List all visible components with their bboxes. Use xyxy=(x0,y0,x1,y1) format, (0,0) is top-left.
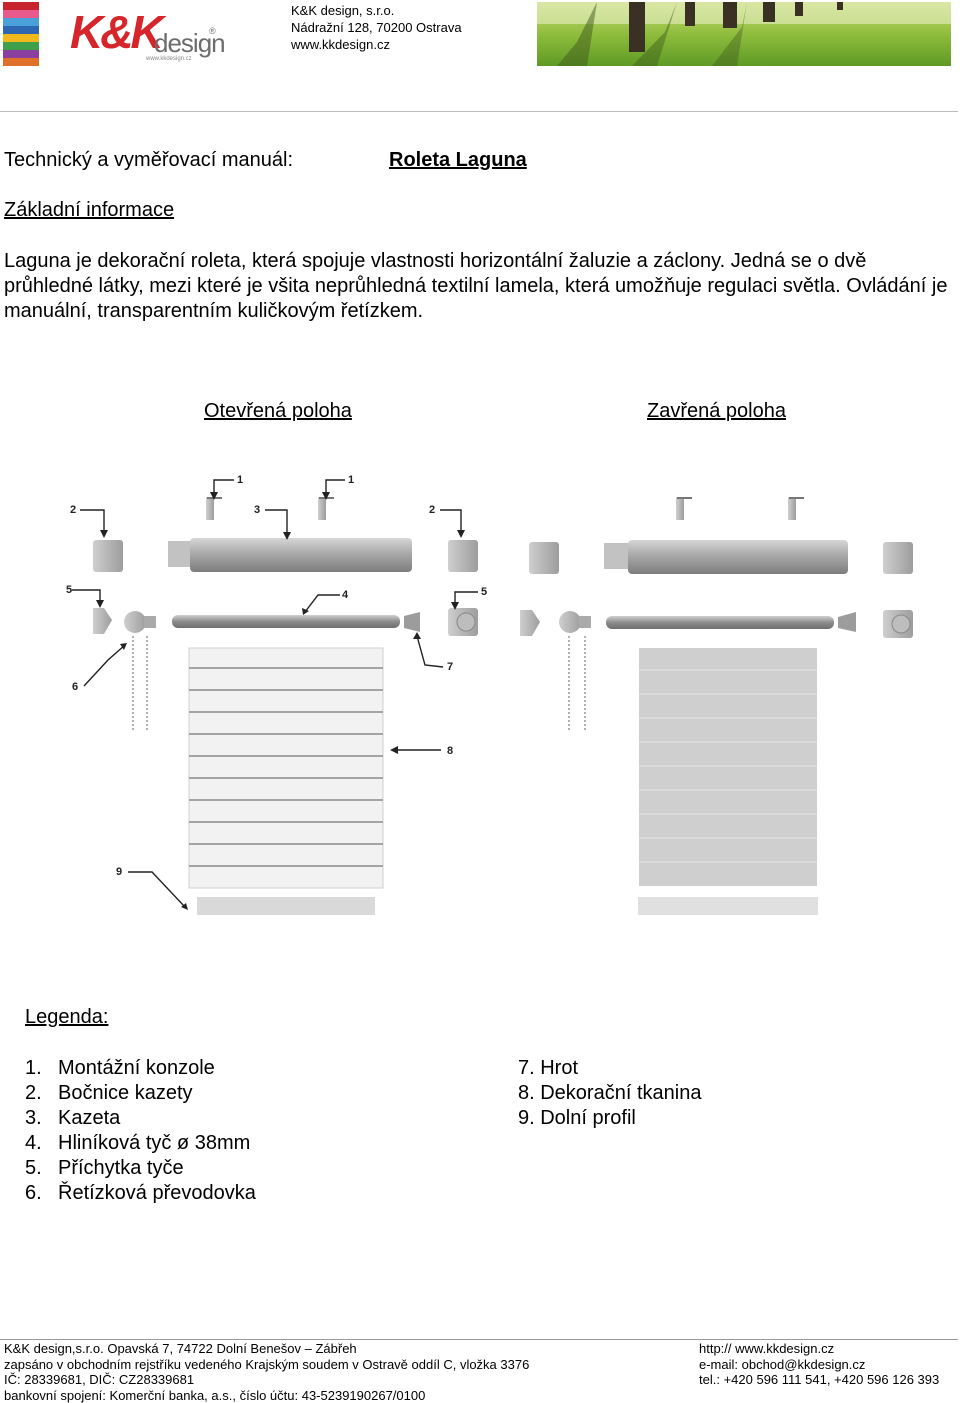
svg-text:®: ® xyxy=(209,26,216,36)
company-logo: K&K design ® www.kkdesign.cz xyxy=(70,6,226,62)
callout-label: 9 xyxy=(116,866,122,878)
legend-item: 4.Hliníková tyč ø 38mm xyxy=(25,1132,251,1154)
header-divider xyxy=(0,111,958,112)
bottom-profile xyxy=(197,897,375,915)
legend-item: 3.Kazeta xyxy=(25,1107,121,1129)
aluminium-rod xyxy=(606,616,834,629)
decorative-fabric-closed xyxy=(639,648,817,886)
footer-web-link[interactable]: http:// www.kkdesign.cz xyxy=(699,1341,835,1356)
cassette-side-cap xyxy=(883,542,913,574)
bead-chain xyxy=(132,636,148,730)
callout-label: 1 xyxy=(348,474,354,486)
callout-label: 3 xyxy=(254,504,260,516)
footer-divider xyxy=(0,1339,958,1340)
svg-text:K&K: K&K xyxy=(70,6,166,58)
legend-item: 5.Příchytka tyče xyxy=(25,1157,184,1179)
chain-gearbox xyxy=(124,611,146,633)
footer-ids: IČ: 28339681, DIČ: CZ28339681 xyxy=(4,1372,195,1387)
intro-paragraph: Laguna je dekorační roleta, která spojuj… xyxy=(4,250,948,322)
legend-item: 6.Řetízková převodovka xyxy=(25,1182,256,1204)
footer-bank: bankovní spojení: Komerční banka, a.s., … xyxy=(4,1387,426,1403)
bottom-profile xyxy=(638,897,818,915)
company-address-block: K&K design, s.r.o. Nádražní 128, 70200 O… xyxy=(291,2,462,53)
legend-list-right: 7. Hrot 8. Dekorační tkanina 9. Dolní pr… xyxy=(518,1056,701,1131)
mounting-bracket xyxy=(788,497,804,520)
svg-text:design: design xyxy=(154,28,225,58)
open-position-assembly: 1 1 2 3 2 5 4 5 6 7 8 9 xyxy=(66,474,487,915)
legend-item: 1.Montážní konzole xyxy=(25,1057,215,1079)
footer-registry: zapsáno v obchodním rejstříku vedeného K… xyxy=(4,1356,530,1372)
legend-item: 8. Dekorační tkanina xyxy=(518,1082,702,1104)
legend-item: 7. Hrot xyxy=(518,1057,579,1079)
callout-label: 5 xyxy=(481,586,487,598)
legend-list-left: 1.Montážní konzole 2.Bočnice kazety 3.Ka… xyxy=(25,1056,256,1206)
footer-email-link[interactable]: e-mail: obchod@kkdesign.cz xyxy=(699,1356,866,1372)
bead-chain xyxy=(568,636,586,730)
cassette-side-cap xyxy=(529,542,559,574)
callout-label: 4 xyxy=(342,589,349,601)
callout-label: 7 xyxy=(447,661,453,673)
callout-label: 6 xyxy=(72,681,78,693)
technical-diagram: 1 1 2 3 2 5 4 5 6 7 8 9 xyxy=(66,474,913,915)
manual-label: Technický a vyměřovací manuál: xyxy=(4,149,294,171)
closed-position-assembly xyxy=(520,497,913,915)
legend-item: 2.Bočnice kazety xyxy=(25,1082,193,1104)
rod-clip xyxy=(93,608,112,634)
legend-heading: Legenda: xyxy=(25,1006,109,1028)
rod-tip xyxy=(838,612,856,632)
mounting-bracket xyxy=(676,497,692,520)
callout-label: 2 xyxy=(70,504,76,516)
aluminium-rod xyxy=(172,615,400,628)
rod-tip xyxy=(404,612,420,632)
company-address: Nádražní 128, 70200 Ostrava xyxy=(291,20,462,35)
mounting-bracket xyxy=(206,497,222,520)
cassette-end xyxy=(604,543,630,569)
legend-item: 9. Dolní profil xyxy=(518,1107,636,1129)
callout-label: 2 xyxy=(429,504,435,516)
product-title: Roleta Laguna xyxy=(389,149,527,171)
callout-arrowheads xyxy=(96,492,465,910)
cassette-side-cap xyxy=(93,540,123,572)
callout-label: 8 xyxy=(447,745,453,757)
section-heading: Základní informace xyxy=(4,199,175,221)
chain-gearbox xyxy=(559,611,581,633)
footer-company-info: K&K design,s.r.o. Opavská 7, 74722 Dolní… xyxy=(4,1341,529,1403)
callout-arrows xyxy=(72,479,478,908)
svg-text:www.kkdesign.cz: www.kkdesign.cz xyxy=(145,56,192,62)
caption-open-position: Otevřená poloha xyxy=(204,400,352,422)
cassette xyxy=(190,538,412,572)
callout-label: 1 xyxy=(237,474,243,486)
rod-clip xyxy=(520,610,540,636)
company-name: K&K design, s.r.o. xyxy=(291,3,395,18)
callout-label: 5 xyxy=(66,584,72,596)
footer-contacts: http:// www.kkdesign.cz e-mail: obchod@k… xyxy=(699,1341,939,1388)
mounting-bracket xyxy=(318,497,334,520)
cassette-side-cap xyxy=(448,540,478,572)
footer-address: K&K design,s.r.o. Opavská 7, 74722 Dolní… xyxy=(4,1341,357,1356)
cassette xyxy=(628,540,848,574)
color-stripes-logo xyxy=(3,2,39,66)
decorative-fabric-open xyxy=(188,647,384,889)
company-web[interactable]: www.kkdesign.cz xyxy=(291,37,390,52)
header-photo-trees xyxy=(537,2,951,66)
footer-phone: tel.: +420 596 111 541, +420 596 126 393 xyxy=(699,1372,940,1387)
caption-closed-position: Zavřená poloha xyxy=(647,400,786,422)
cassette-end xyxy=(168,541,192,567)
